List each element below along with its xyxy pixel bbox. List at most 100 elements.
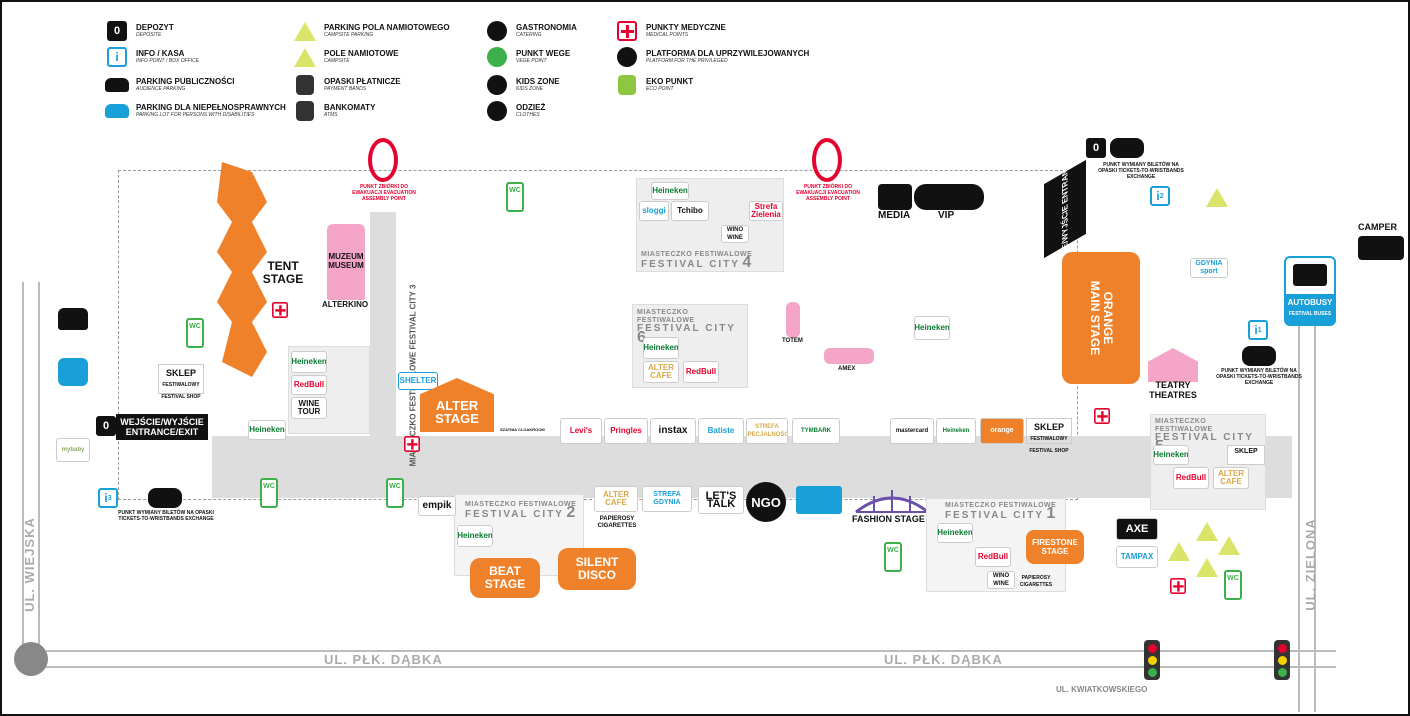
theatres-label: TEATRY THEATRES: [1149, 380, 1197, 400]
legend-label: ODZIEŻ: [516, 103, 546, 112]
bus-stop-sub: FESTIVAL BUSES: [1288, 311, 1332, 317]
vip-icon: [914, 184, 984, 210]
platform-icon: [617, 47, 637, 67]
festival-city-3: Heineken RedBull WINE TOUR: [288, 346, 370, 434]
eco-icon: [618, 75, 636, 95]
heineken-stall: Heineken: [248, 420, 286, 440]
campsite-icon: [1218, 536, 1240, 555]
street-wiejska: [22, 282, 40, 652]
campsite-parking-icon: [1206, 188, 1228, 207]
legend-sub: INFO POINT / BOX OFFICE: [136, 58, 200, 64]
legend-sub: DEPOSITE: [136, 32, 162, 38]
heineken-stall: Heineken: [457, 525, 493, 547]
totem-label: TOTEM: [782, 338, 803, 344]
legend-sub: CAMPSITE PARKING: [324, 32, 374, 38]
bus-icon: [1293, 264, 1327, 286]
tchibo-stall: Tchibo: [671, 201, 709, 221]
deposit-icon: 0: [1086, 138, 1106, 158]
tymbark-stall: TYMBARK: [792, 418, 840, 444]
mybaby-stall: mybaby: [56, 438, 90, 462]
legend-sub: CLOTHES: [516, 112, 540, 118]
traffic-light-icon: [1274, 640, 1290, 680]
payment-band-icon: [296, 75, 314, 95]
legend-sub: PAYMENT BANDS: [324, 86, 367, 92]
axe-stall: AXE: [1116, 518, 1158, 540]
festival-city-4: Heineken sloggi Tchibo Strefa Zielenia W…: [636, 178, 784, 272]
cigarettes-label: PAPIEROSY CIGARETTES: [597, 516, 637, 529]
car-icon: [58, 308, 88, 330]
silent-disco: SILENT DISCO: [558, 548, 636, 590]
legend-label: PARKING PUBLICZNOŚCI: [136, 77, 235, 86]
street-label-dabka-1: UL. PŁK. DĄBKA: [324, 652, 443, 667]
wc-icon: WC: [1224, 570, 1242, 600]
legend-sub: AUDIENCE PARKING: [136, 86, 186, 92]
legend-sub: ECO POINT: [646, 86, 674, 92]
redbull-stall: RedBull: [1173, 467, 1209, 489]
fashion-stage-icon: [855, 490, 929, 514]
mastercard-stall: mastercard: [890, 418, 934, 444]
campsite-icon: [1168, 542, 1190, 561]
wc-icon: WC: [506, 182, 524, 212]
deposit-icon: 0: [107, 21, 127, 41]
legend-label: DEPOZYT: [136, 23, 174, 32]
wino-stall: WINO WINE: [721, 225, 749, 243]
evacuation-point-icon: [368, 138, 398, 182]
levis-stall: Levi's: [560, 418, 602, 444]
vege-icon: [487, 47, 507, 67]
campsite-icon: [294, 47, 316, 67]
alterkino-label: ALTERKINO: [322, 300, 369, 309]
orange-stall: orange: [980, 418, 1024, 444]
legend-label: BANKOMATY: [324, 103, 376, 112]
bus-stop-label: AUTOBUSY: [1287, 298, 1333, 307]
legend-label: PLATFORMA DLA UPRZYWILEJOWANYCH: [646, 49, 810, 58]
cigarettes-label: PAPIEROSY CIGARETTES: [1019, 575, 1053, 588]
exchange-label: PUNKT WYMIANY BILETÓW NA OPASKI TICKETS-…: [118, 510, 214, 522]
tent-stage-shape: [217, 162, 267, 377]
street-label-kwiatkowskiego: UL. KWIATKOWSKIEGO: [1056, 685, 1148, 694]
tent-stage-label: TENT STAGE: [262, 259, 304, 286]
media-label: MEDIA: [878, 210, 911, 221]
legend-label: KIDS ZONE: [516, 77, 560, 86]
heineken-stall: Heineken: [1153, 445, 1189, 465]
legend-sub: ATMS: [324, 112, 338, 118]
street-label-wiejska: UL. WIEJSKA: [21, 517, 37, 612]
evacuation-point-icon: [812, 138, 842, 182]
clothes-icon: [487, 101, 507, 121]
exchange-label: PUNKT WYMIANY BILETÓW NA OPASKI TICKETS-…: [1216, 368, 1302, 386]
car-icon: [105, 78, 129, 92]
wc-icon: WC: [260, 478, 278, 508]
street-label-zielona: UL. ZIELONA: [1302, 518, 1318, 611]
gdynia-sport-stall: GDYNIA sport: [1190, 258, 1228, 278]
amex-bus-icon: [824, 348, 874, 364]
legend-label: POLE NAMIOTOWE: [324, 49, 399, 58]
medical-cross-icon: [1170, 578, 1186, 594]
legend-label: GASTRONOMIA: [516, 23, 577, 32]
campsite-parking-icon: [294, 21, 316, 41]
legend-sub: CATERING: [516, 32, 542, 38]
exchange-icon: [1242, 346, 1276, 366]
strefa-zielenia-stall: Strefa Zielenia: [749, 201, 783, 221]
west-gate-sign[interactable]: WEJŚCIE/WYJŚCIE ENTRANCE/EXIT: [116, 414, 208, 440]
lets-talk-stall: LET'S TALK: [698, 486, 744, 514]
